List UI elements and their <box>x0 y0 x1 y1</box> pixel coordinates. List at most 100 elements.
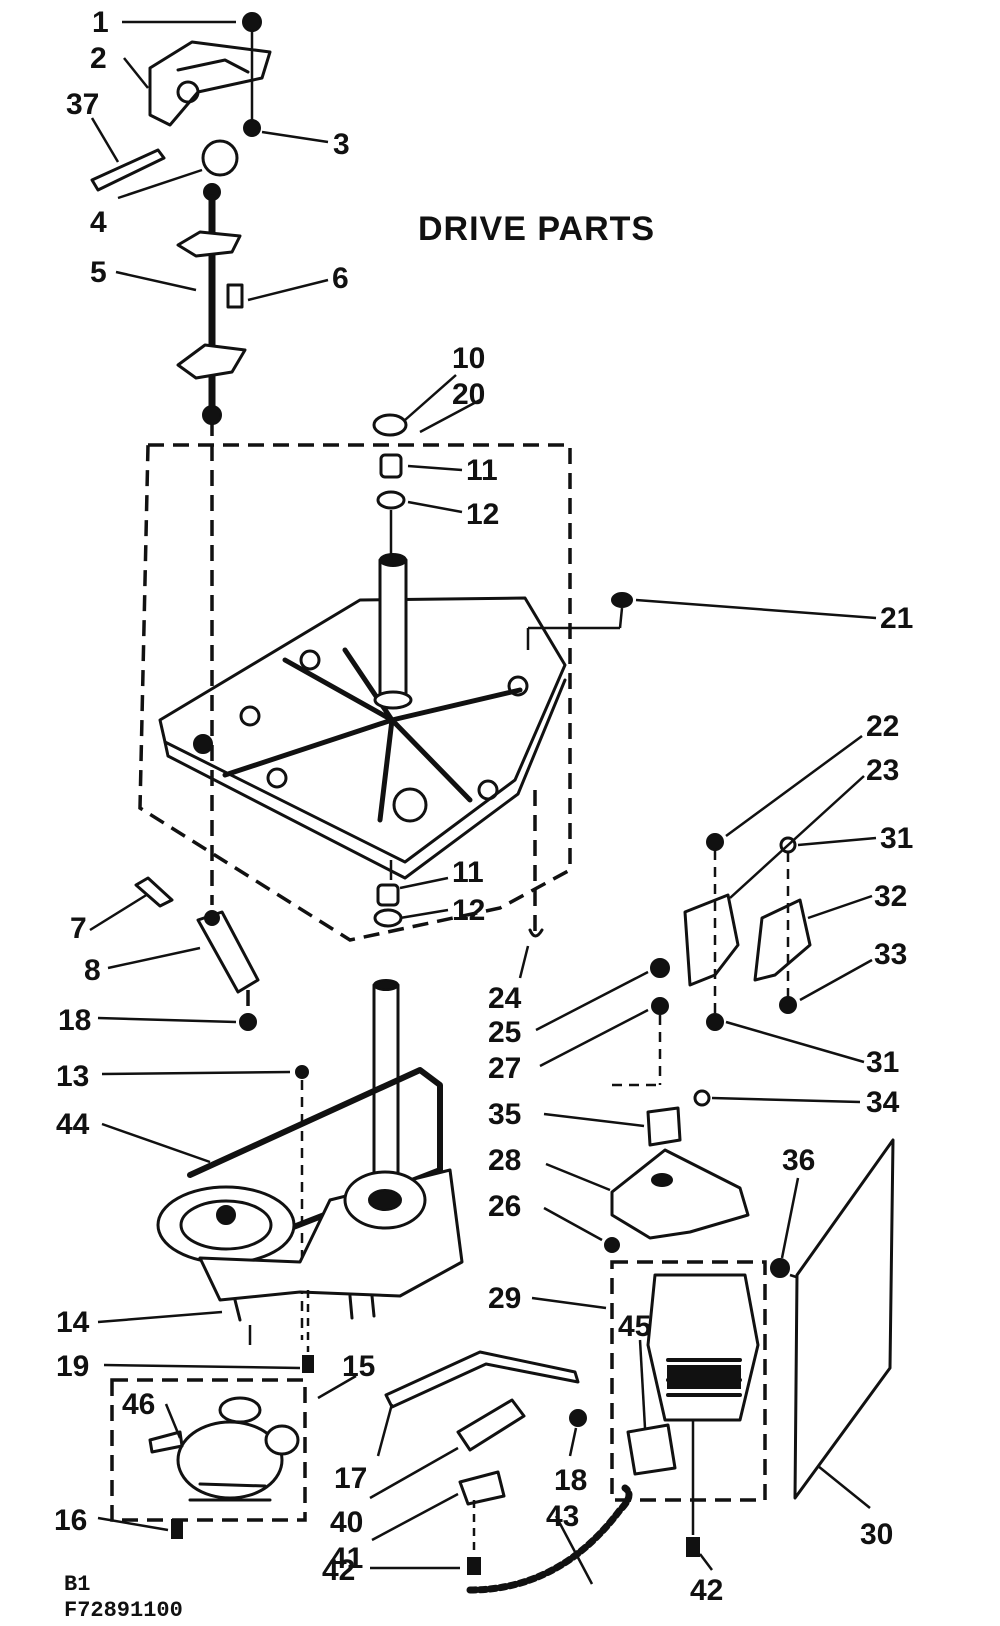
leader-18 <box>97 1016 237 1024</box>
clip-34-shape <box>693 1089 711 1107</box>
washer-12b-shape <box>373 908 403 928</box>
screw-6-shape <box>226 283 244 309</box>
callout-36: 36 <box>782 1144 815 1177</box>
callout-6: 6 <box>332 262 349 295</box>
upper-bracket-assembly <box>90 12 272 425</box>
leader-23 <box>729 775 865 899</box>
leader-41 <box>371 1492 459 1542</box>
callout-18: 18 <box>58 1004 91 1037</box>
plate-center-boss <box>392 787 428 823</box>
plate-hole-5 <box>477 779 499 801</box>
callout-28: 28 <box>488 1144 521 1177</box>
leader-7 <box>89 892 149 932</box>
leader-18c <box>568 1427 578 1457</box>
bracket-28-hole <box>651 1173 673 1187</box>
pulley-hub <box>216 1205 236 1225</box>
callout-26: 26 <box>488 1190 521 1223</box>
motor-assembly <box>610 1138 895 1557</box>
callout-33: 33 <box>874 938 907 971</box>
callout-2: 2 <box>90 42 107 75</box>
spacer-11-shape <box>379 453 403 479</box>
hose-43-shape <box>466 1484 633 1594</box>
leader-34 <box>711 1096 861 1104</box>
callout-45: 45 <box>618 1310 651 1343</box>
leader-16 <box>97 1516 169 1532</box>
leader-15 <box>317 1374 357 1400</box>
leader-2 <box>123 57 149 89</box>
part-40-shape <box>456 1398 526 1452</box>
center-tube-base <box>373 690 413 710</box>
callout-3: 3 <box>333 128 350 161</box>
callout-21: 21 <box>880 602 913 635</box>
callout-15: 15 <box>342 1350 375 1383</box>
callout-10: 10 <box>452 342 485 375</box>
leader-11b <box>399 876 449 890</box>
nut-1-shape <box>242 12 262 32</box>
screw-31b-shape <box>706 1013 724 1031</box>
callout-32: 32 <box>874 880 907 913</box>
leader-4 <box>117 168 203 200</box>
bracket-2-shape <box>148 40 272 127</box>
callout-1: 1 <box>92 6 109 39</box>
leader-3 <box>261 130 329 144</box>
base-plate-assembly <box>138 413 633 942</box>
grommet-35-shape <box>646 1106 682 1147</box>
callout-13: 13 <box>56 1060 89 1093</box>
leader-12 <box>407 500 463 514</box>
leader-46 <box>164 1403 182 1439</box>
callout-7: 7 <box>70 912 87 945</box>
leader-37 <box>90 117 120 163</box>
callout-31: 31 <box>880 822 913 855</box>
leader-31 <box>797 836 877 847</box>
callout-31b: 31 <box>866 1046 899 1079</box>
footer-code-line2: F72891100 <box>64 1598 183 1623</box>
callout-27: 27 <box>488 1052 521 1085</box>
plate-hole-6 <box>266 767 288 789</box>
motor-29-outline <box>610 1260 767 1502</box>
clip-7-shape <box>134 876 174 908</box>
callout-42b: 42 <box>690 1574 723 1607</box>
ball-4-shape <box>201 139 239 177</box>
callout-30: 30 <box>860 1518 893 1551</box>
plate-hole-2 <box>239 705 261 727</box>
leader-31b <box>725 1020 865 1064</box>
leader-32 <box>807 894 873 920</box>
center-tube-top <box>379 553 407 567</box>
leader-5 <box>115 270 197 292</box>
motor-coil <box>667 1365 741 1389</box>
diagram-title: DRIVE PARTS <box>418 210 655 248</box>
callout-24: 24 <box>488 982 522 1015</box>
callout-42: 42 <box>322 1554 355 1587</box>
bolt-3-shape <box>243 119 261 137</box>
pump-impeller <box>218 1396 262 1424</box>
pulley-inner <box>179 1199 273 1251</box>
transmission-assembly <box>156 979 464 1373</box>
lever-8-pivot <box>204 910 220 926</box>
leader-12b <box>399 908 449 920</box>
screw-16-shape <box>171 1519 183 1539</box>
nut-10-shape <box>372 413 408 437</box>
washer-12-shape <box>376 490 406 510</box>
pin-37-shape <box>90 148 166 192</box>
pump-46-outline <box>110 1378 307 1522</box>
motor-body <box>646 1273 760 1422</box>
leader-30 <box>817 1465 871 1509</box>
screw-13-shape <box>295 1065 309 1079</box>
leader-29 <box>531 1296 607 1310</box>
callout-20: 20 <box>452 378 485 411</box>
callout-25: 25 <box>488 1016 521 1049</box>
leader-20 <box>419 398 481 434</box>
callout-29: 29 <box>488 1282 521 1315</box>
callout-43: 43 <box>546 1500 579 1533</box>
assembly-20-outline <box>138 443 572 942</box>
leader-6 <box>247 278 329 302</box>
nut-33-shape <box>779 996 797 1014</box>
plate-hole-1 <box>193 734 213 754</box>
leader-8 <box>107 946 201 970</box>
right-bracket-assembly <box>683 833 812 1031</box>
callout-34: 34 <box>866 1086 900 1119</box>
bracket-32-shape <box>753 898 812 982</box>
pump-outlet <box>264 1424 300 1456</box>
leader-26 <box>543 1206 603 1242</box>
